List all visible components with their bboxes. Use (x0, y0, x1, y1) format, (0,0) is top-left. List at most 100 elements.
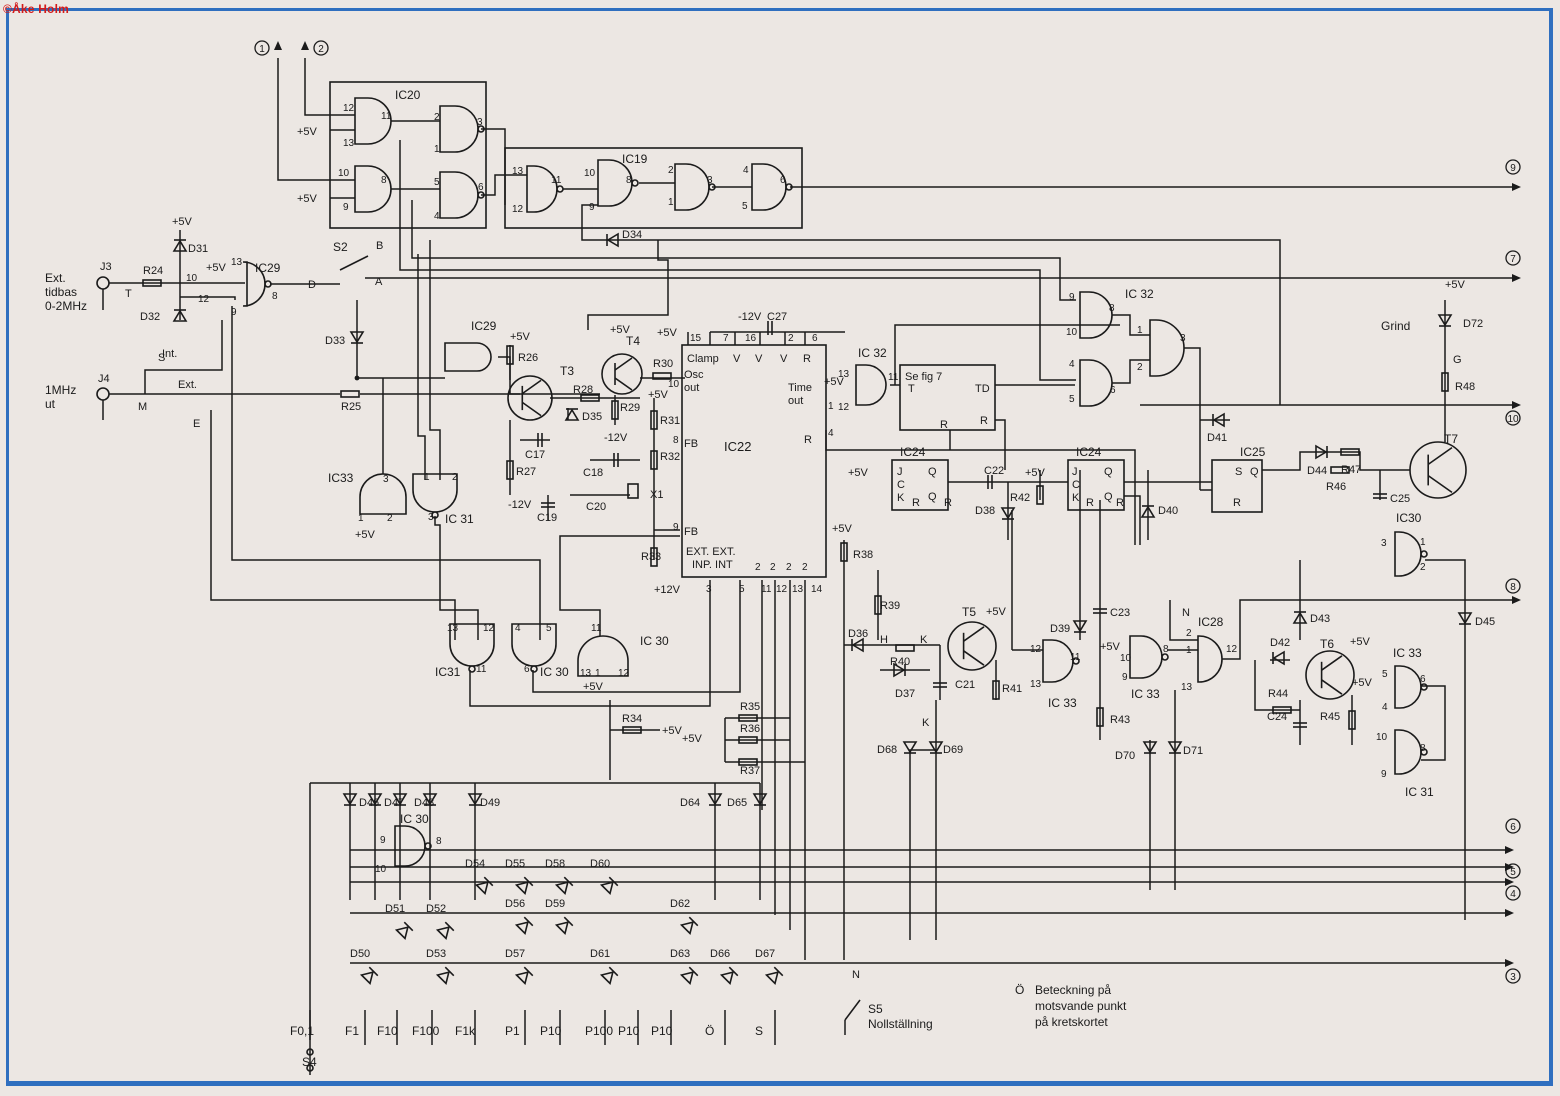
transistor-collector (963, 626, 985, 642)
pin-number: 1 (1420, 537, 1426, 548)
pin-number: 5 (739, 584, 745, 595)
matrix-diode (359, 966, 379, 986)
ic30-label: IC 30 (640, 634, 669, 648)
ff-pin-label: Q (1104, 491, 1113, 503)
resistor-label: R27 (516, 466, 536, 478)
wire (144, 320, 223, 394)
supply-label: +5V (297, 193, 318, 205)
ic31-label: IC 31 (445, 512, 474, 526)
r45-resistor (1348, 710, 1356, 730)
pin-number: 3 (1381, 538, 1387, 549)
t5-transistor (947, 621, 997, 671)
diode-label: D37 (895, 688, 915, 700)
ff-pin-label: J (897, 466, 903, 478)
matrix-diode (554, 876, 574, 896)
pin-number: 1 (424, 472, 430, 483)
diode-bar (608, 966, 619, 977)
transistor-body (1305, 650, 1355, 700)
pin-number: 13 (512, 166, 524, 177)
ic22-pin-label: V (755, 353, 763, 365)
output-number: 10 (1507, 414, 1519, 425)
ic33-label: IC33 (328, 471, 354, 485)
matrix-diode (719, 966, 739, 986)
resistor-label: R40 (890, 656, 910, 668)
selector-switch-label: F100 (412, 1024, 440, 1038)
pin-number: 16 (745, 333, 757, 344)
ic19-label: IC19 (622, 152, 648, 166)
legend-note: Beteckning på (1035, 983, 1111, 997)
wire (1421, 685, 1446, 761)
node-label: M (138, 401, 147, 413)
diode-label: D40 (1158, 505, 1178, 517)
pin-number: 2 (452, 472, 458, 483)
ic22-pin-label: 2 (802, 562, 808, 573)
matrix-diode (435, 966, 455, 986)
r37-resistor (738, 758, 758, 766)
gate-body (1394, 531, 1422, 577)
pin-number: 2 (1420, 562, 1426, 573)
transistor-emitter (1321, 679, 1343, 695)
transistor-body (507, 375, 553, 421)
r27-resistor (506, 460, 514, 480)
transistor-emitter (614, 377, 633, 391)
pin-number: 12 (776, 584, 788, 595)
d32-diode (172, 309, 188, 322)
diode-label: D47 (384, 797, 404, 809)
transistor-label: T7 (1444, 432, 1458, 446)
resistor-label: R45 (1320, 711, 1340, 723)
pin-number: 5 (742, 201, 748, 212)
diode-bar (688, 966, 699, 977)
diode-body (599, 881, 614, 896)
pin-number: 13 (580, 668, 592, 679)
supply-label: +5V (986, 606, 1007, 618)
output-marker (1505, 410, 1521, 426)
supply-label: +5V (1025, 467, 1046, 479)
diode-label: D64 (680, 797, 700, 809)
capacitor-label: C18 (583, 467, 603, 479)
arrow-head (301, 41, 309, 50)
wire (532, 580, 741, 693)
d31-diode (172, 239, 188, 252)
x1-crystal (627, 483, 639, 499)
matrix-diode (679, 916, 699, 936)
wire (1184, 347, 1201, 490)
pin-number: 6 (1420, 674, 1426, 685)
selector-switch-label: S (755, 1024, 763, 1038)
output-number: 7 (1510, 254, 1516, 265)
supply-label: +5V (648, 389, 669, 401)
output-number: 2 (318, 44, 324, 55)
diode-bar (483, 876, 494, 887)
pin-number: 2 (434, 112, 440, 123)
ic30-label: IC30 (1396, 511, 1422, 525)
pin-number: 3 (1180, 333, 1186, 344)
diode-label: D49 (480, 797, 500, 809)
resistor-label: R39 (880, 600, 900, 612)
output-number: 3 (1510, 972, 1516, 983)
ic33-label: IC 33 (1048, 696, 1077, 710)
fig7-pin-label: TD (975, 383, 990, 395)
legend-note: motsvande punkt (1035, 999, 1127, 1013)
arrow-head (1512, 596, 1521, 604)
ic22-pin-label: V (733, 353, 741, 365)
supply-label: +5V (510, 331, 531, 343)
wire (559, 535, 680, 636)
pin-number: 12 (1030, 644, 1042, 655)
supply-label: +5V (1100, 641, 1121, 653)
capacitor-label: C21 (955, 679, 975, 691)
resistor-label: R36 (740, 723, 760, 735)
output-marker (1505, 885, 1521, 901)
matrix-diode (764, 966, 784, 986)
gate-body (1079, 359, 1113, 407)
pin-number: 4 (1069, 359, 1075, 370)
ic22-pin-label: 2 (786, 562, 792, 573)
gate-body (751, 163, 787, 211)
diode-label: D63 (670, 948, 690, 960)
ic22-label: IC22 (724, 439, 751, 454)
diode-label: D38 (975, 505, 995, 517)
output-marker (313, 40, 329, 56)
ff-pin-label: Q (1250, 466, 1259, 478)
inversion-bubble (431, 511, 439, 519)
matrix-diode (435, 921, 455, 941)
gate-body (1129, 635, 1163, 679)
transistor-collector (1427, 446, 1453, 466)
